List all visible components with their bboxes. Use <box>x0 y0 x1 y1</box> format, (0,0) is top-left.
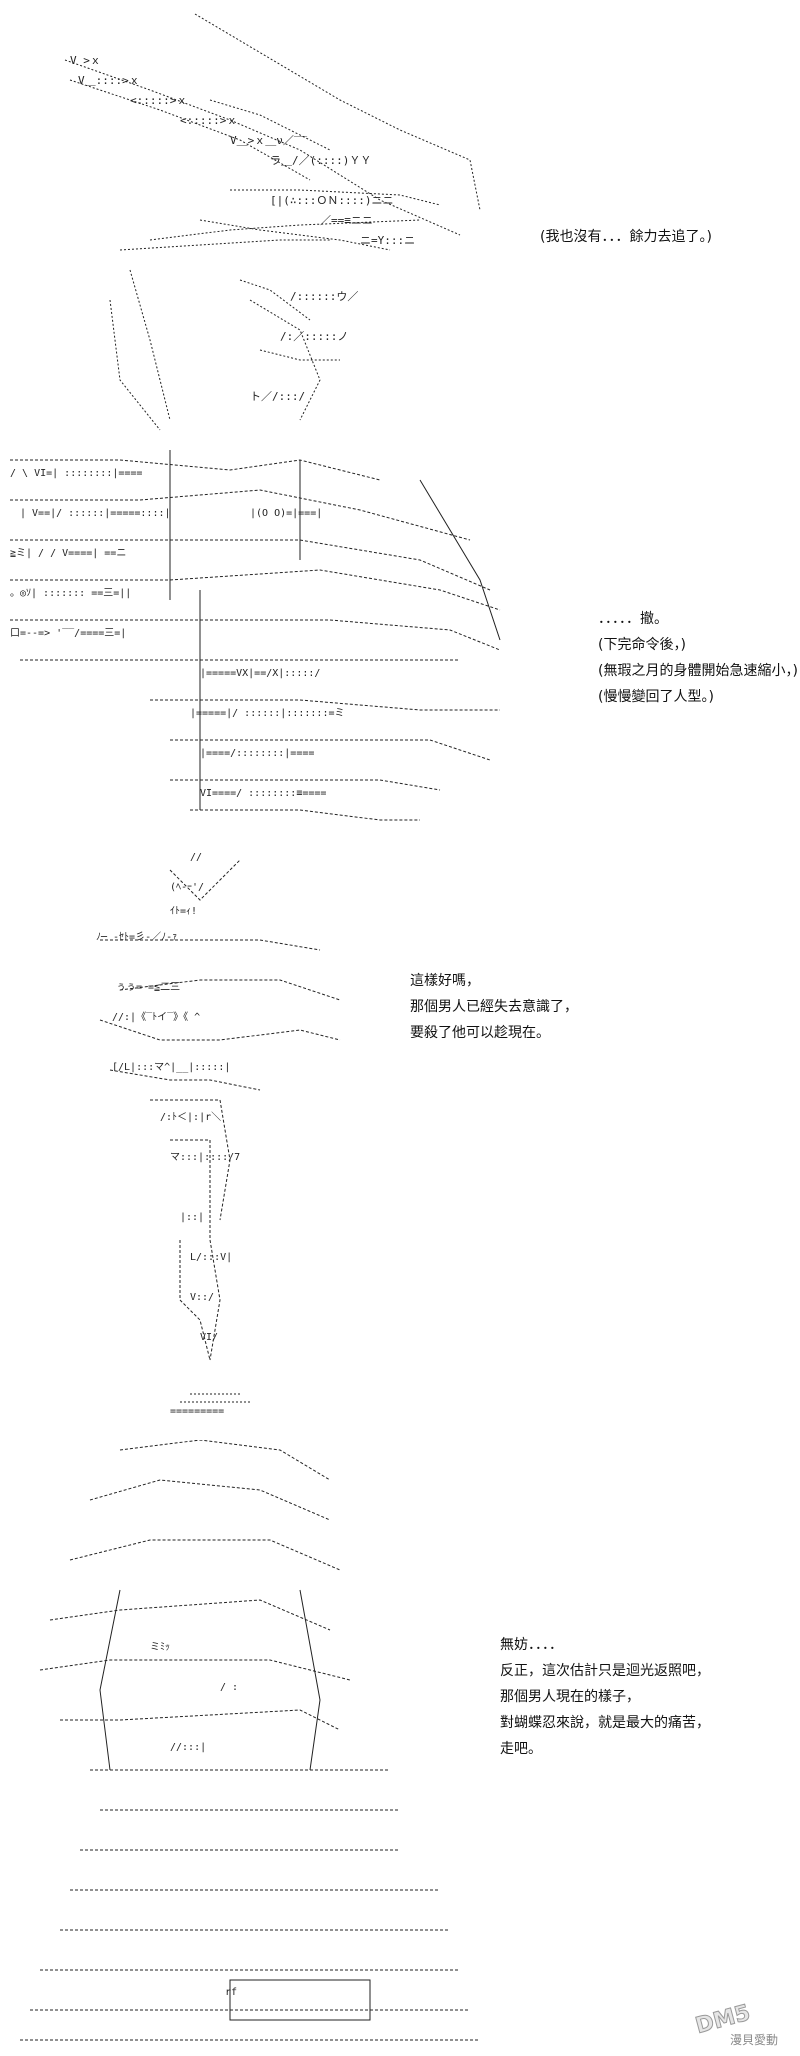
svg-text:≧ミ| / / V====| ==ニ: ≧ミ| / / V====| ==ニ <box>10 548 126 559</box>
watermark: DM5 漫貝愛動 <box>676 1990 786 2050</box>
svg-text:VI/: VI/ <box>200 1332 218 1343</box>
svg-text:V::/: V::/ <box>190 1292 214 1303</box>
dialog-2: ．．．．．撤。 (下完命令後，) (無瑕之月的身體開始急速縮小，) (慢慢變回了… <box>598 606 798 710</box>
separator-text: ========= <box>170 1406 224 1417</box>
panel-4: ミﾐｯ / : //:::| rf 無妨．．．． 反正，這次估計只是迴光返照吧，… <box>0 1440 800 2056</box>
dialog-line: ．．．．．撤。 <box>598 611 668 627</box>
svg-text:VI====/ ::::::::≡====: VI====/ ::::::::≡==== <box>200 788 326 799</box>
svg-text:|=====VX|==/X|:::::/: |=====VX|==/X|:::::/ <box>200 668 320 679</box>
svg-text:<:::::>ｘ: <:::::>ｘ <box>180 114 237 127</box>
svg-text:ﾉ─ -ｾﾄ=彡-／ﾉ-ｧ: ﾉ─ -ｾﾄ=彡-／ﾉ-ｧ <box>96 931 177 943</box>
svg-text:V＿::::>ｘ: V＿::::>ｘ <box>78 74 140 87</box>
svg-text:／==≡ニニ: ／==≡ニニ <box>320 214 373 227</box>
dialog-line: (無瑕之月的身體開始急速縮小，) <box>598 663 798 679</box>
dialog-1: (我也沒有．．．餘力去追了。) <box>540 224 712 250</box>
svg-text:/::::::ウ／: /::::::ウ／ <box>290 290 358 303</box>
dialog-line: 要殺了他可以趁現在。 <box>410 1025 550 1041</box>
dialog-4: 無妨．．．． 反正，這次估計只是迴光返照吧， 那個男人現在的樣子， 對蝴蝶忍來說… <box>500 1632 710 1762</box>
svg-text:/ :: / : <box>220 1682 238 1693</box>
dialog-line: 反正，這次估計只是迴光返照吧， <box>500 1663 710 1679</box>
svg-text:/:／:::::ノ: /:／:::::ノ <box>280 330 348 343</box>
separator-art: ========= <box>170 1388 270 1422</box>
svg-text:/:ﾄ＜|:|r＼: /:ﾄ＜|:|r＼ <box>160 1111 221 1123</box>
dm5-logo-icon: DM5 <box>692 2000 753 2040</box>
svg-text:ト／/:::/: ト／/:::/ <box>250 390 305 403</box>
ascii-art-hooded-figure: ミﾐｯ / : //:::| rf <box>20 1440 480 2041</box>
svg-text:。◎ｿ| ::::::: ==三=||: 。◎ｿ| ::::::: ==三=|| <box>10 588 131 599</box>
svg-text:V＿>ｘ＿ν／‾‾: V＿>ｘ＿ν／‾‾ <box>230 134 307 147</box>
dialog-line: 走吧。 <box>500 1741 542 1757</box>
dialog-3: 這樣好嗎， 那個男人已經失去意識了， 要殺了他可以趁現在。 <box>410 968 578 1046</box>
svg-text:ミﾐｯ: ミﾐｯ <box>150 1642 170 1653</box>
svg-text:[/L|:::マ^|__|:::::|: [/L|:::マ^|__|:::::| <box>112 1062 230 1073</box>
svg-text:V >ｘ: V >ｘ <box>70 54 101 67</box>
svg-text:| V==|/ ::::::|=====::::|: | V==|/ ::::::|=====::::| <box>20 508 171 519</box>
ascii-art-shattered-mass: / \ VI=| ::::::::|==== | V==|/ ::::::|==… <box>10 450 501 821</box>
svg-text://:|《‾ﾄイ‾》《 ^: //:|《‾ﾄイ‾》《 ^ <box>112 1011 200 1023</box>
svg-text:ニ=Y:::ニ: ニ=Y:::ニ <box>360 234 415 247</box>
svg-text:/ \ VI=| ::::::::|====: / \ VI=| ::::::::|==== <box>10 468 142 479</box>
dialog-line: 無妨．．．． <box>500 1637 563 1653</box>
dialog-line: 那個男人現在的樣子， <box>500 1689 640 1705</box>
svg-text:rf: rf <box>225 1987 237 1998</box>
svg-text:|(O O)=|===|: |(O O)=|===| <box>250 508 322 519</box>
svg-text:ぅぅ= =≦二三: ぅぅ= =≦二三 <box>116 982 180 993</box>
svg-text:<:::::>ｘ: <:::::>ｘ <box>130 94 187 107</box>
svg-text:|::|: |::| <box>180 1212 204 1223</box>
panel-2: / \ VI=| ::::::::|==== | V==|/ ::::::|==… <box>0 440 800 840</box>
svg-text://: // <box>190 852 202 863</box>
svg-text:ラ＿/／(::::)ＹＹ: ラ＿/／(::::)ＹＹ <box>270 154 371 167</box>
svg-text:|====/::::::::|====: |====/::::::::|==== <box>200 748 314 759</box>
ascii-art-creature-head: V >ｘ V＿::::>ｘ <:::::>ｘ <:::::>ｘ V＿>ｘ＿ν／‾… <box>64 13 481 431</box>
panel-1: V >ｘ V＿::::>ｘ <:::::>ｘ <:::::>ｘ V＿>ｘ＿ν／‾… <box>0 0 800 440</box>
svg-text:|=====|/ ::::::|:::::::=ミ: |=====|/ ::::::|:::::::=ミ <box>190 708 345 719</box>
svg-text:[|(∴:::ＯＮ::::)ニニ: [|(∴:::ＯＮ::::)ニニ <box>270 194 393 207</box>
svg-text:L/:::V|: L/:::V| <box>190 1252 232 1263</box>
svg-text:口=--=> '‾‾/====三=|: 口=--=> '‾‾/====三=| <box>10 628 126 639</box>
svg-text:マ:::|::::/7: マ:::|::::/7 <box>170 1152 240 1163</box>
dialog-line: 對蝴蝶忍來說，就是最大的痛苦， <box>500 1715 710 1731</box>
dialog-line: (我也沒有．．．餘力去追了。) <box>540 229 712 245</box>
panel-3: // (ﾍ-ｰ'/ ｲﾄ=ｨ! ﾉ─ -ｾﾄ=彡-／ﾉ-ｧ ぅぅ= =≦二三 /… <box>0 840 800 1370</box>
dialog-line: 這樣好嗎， <box>410 973 480 989</box>
dialog-line: 那個男人已經失去意識了， <box>410 999 578 1015</box>
svg-text://:::|: //:::| <box>170 1742 206 1753</box>
dialog-line: (下完命令後，) <box>598 637 686 653</box>
dialog-line: (慢慢變回了人型。) <box>598 689 714 705</box>
svg-text:(ﾍ-ｰ'/: (ﾍ-ｰ'/ <box>170 882 204 893</box>
ascii-art-standing-figure: // (ﾍ-ｰ'/ ｲﾄ=ｨ! ﾉ─ -ｾﾄ=彡-／ﾉ-ｧ ぅぅ= =≦二三 /… <box>96 852 341 1361</box>
watermark-text: 漫貝愛動 <box>729 2033 778 2047</box>
svg-text:ｲﾄ=ｨ!: ｲﾄ=ｨ! <box>170 906 197 917</box>
